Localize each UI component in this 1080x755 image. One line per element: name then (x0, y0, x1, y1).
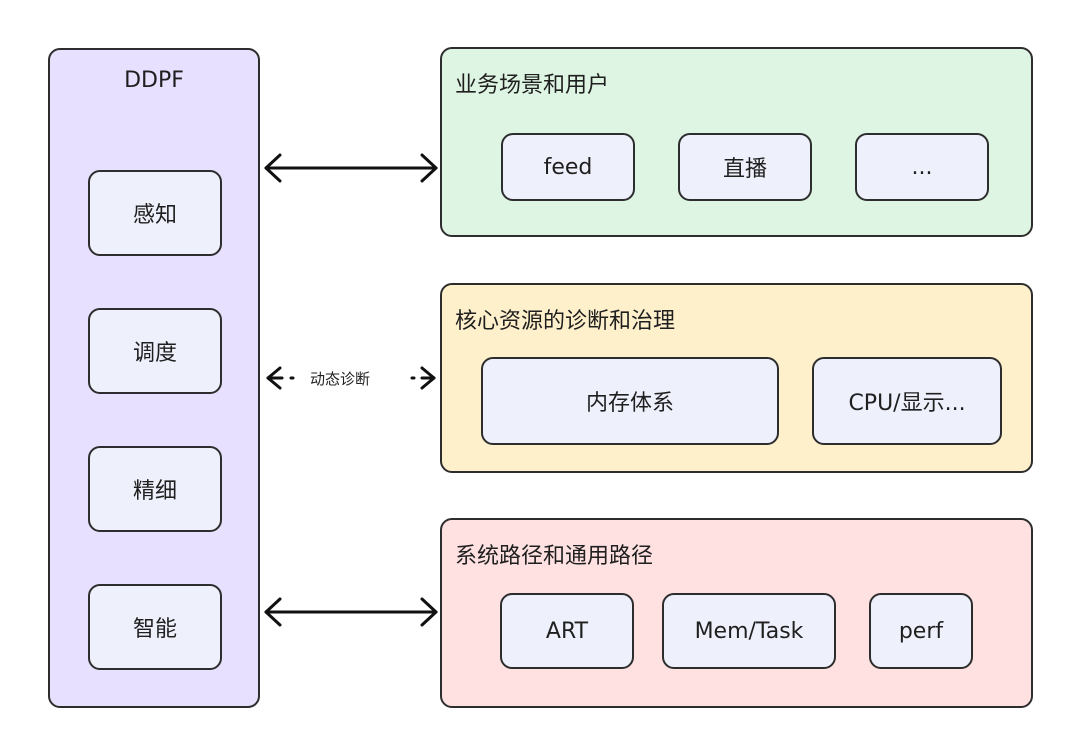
dynamic-diagnosis-label: 动态诊断 (310, 370, 371, 388)
ddpf-item-perception: 感知 (88, 170, 222, 256)
ddpf-item-scheduling: 调度 (88, 308, 222, 394)
ddpf-panel: DDPF 感知 调度 精细 智能 (48, 48, 260, 708)
arrow-ddpf-business (264, 153, 438, 183)
system-item-mem-task: Mem/Task (662, 593, 836, 669)
system-path-title: 系统路径和通用路径 (455, 544, 654, 569)
ddpf-item-intelligent: 智能 (88, 584, 222, 670)
arrow-dynamic-diagnosis (266, 366, 436, 390)
arrow-ddpf-system (264, 597, 438, 627)
system-item-perf: perf (869, 593, 973, 669)
ddpf-item-fine-grained: 精细 (88, 446, 222, 532)
system-item-art: ART (500, 593, 634, 669)
business-item-more: ... (855, 133, 989, 201)
resource-item-cpu-display: CPU/显示... (812, 357, 1002, 445)
business-item-live: 直播 (678, 133, 812, 201)
business-scenarios-title: 业务场景和用户 (455, 73, 610, 98)
ddpf-title: DDPF (124, 68, 184, 93)
system-path-group: 系统路径和通用路径 ART Mem/Task perf (440, 518, 1033, 708)
business-scenarios-group: 业务场景和用户 feed 直播 ... (440, 47, 1033, 237)
resource-item-memory: 内存体系 (481, 357, 779, 445)
core-resource-title: 核心资源的诊断和治理 (455, 309, 676, 334)
core-resource-group: 核心资源的诊断和治理 内存体系 CPU/显示... (440, 283, 1033, 473)
business-item-feed: feed (501, 133, 635, 201)
